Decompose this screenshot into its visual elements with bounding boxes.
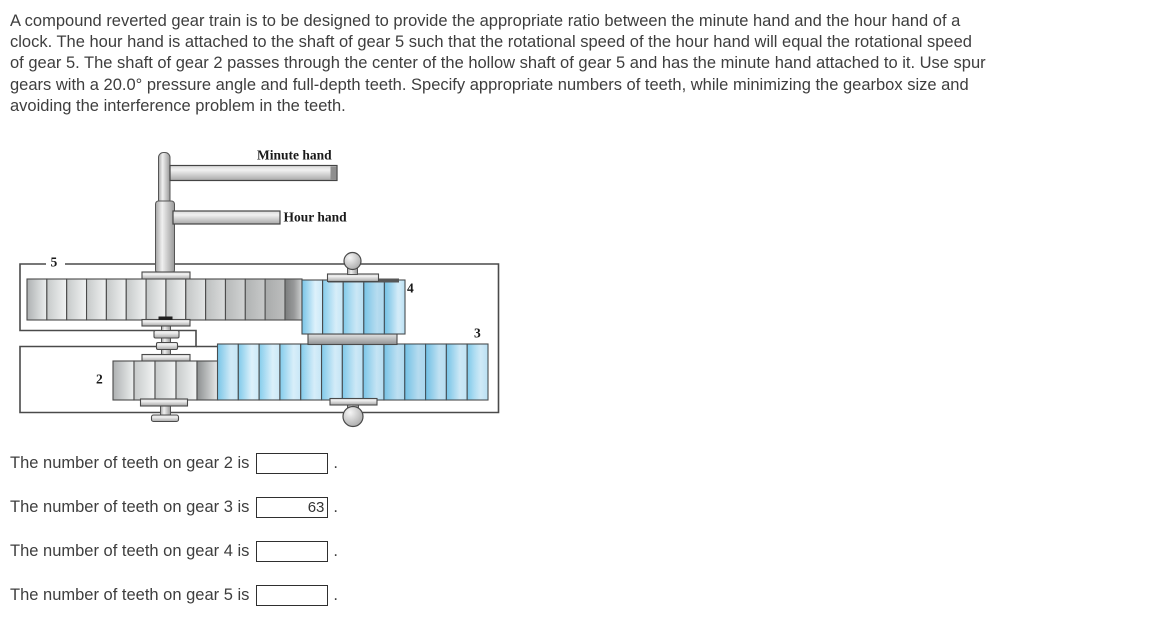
problem-line: gears with a 20.0° pressure angle and fu… <box>10 75 969 94</box>
gear-4-shading <box>302 280 405 334</box>
center-shaft-mid <box>161 323 171 357</box>
question-row-gear-3: The number of teeth on gear 3 is . <box>10 494 338 520</box>
minute-hand-endcap <box>330 166 337 180</box>
gearbox-frame <box>19 263 500 414</box>
problem-line: of gear 5. The shaft of gear 2 passes th… <box>10 54 986 73</box>
question-row-gear-5: The number of teeth on gear 5 is . <box>10 582 338 608</box>
question-suffix: . <box>333 585 338 604</box>
question-label: The number of teeth on gear 2 is <box>10 453 250 472</box>
gear-tooth-segment <box>175 360 198 401</box>
minute-hand-label: Minute hand <box>257 148 332 163</box>
teeth-gear-5-input[interactable] <box>256 584 329 606</box>
question-label: The number of teeth on gear 5 is <box>10 585 250 604</box>
problem-statement: A compound reverted gear train is to be … <box>10 11 986 117</box>
minute-shaft <box>158 152 171 206</box>
problem-line: avoiding the interference problem in the… <box>10 96 346 115</box>
gear2-label: 2 <box>96 372 103 387</box>
gear3-label: 3 <box>474 326 481 341</box>
hour-hand-label: Hour hand <box>284 210 348 225</box>
gear2-bottom-disc <box>150 414 180 423</box>
gear-train-diagram: Minute hand Hour hand 5 4 3 2 <box>0 140 520 430</box>
problem-line: A compound reverted gear train is to be … <box>10 12 961 30</box>
teeth-gear-3-input[interactable] <box>256 496 329 518</box>
gear3-bearing-ball <box>342 405 364 428</box>
hour-hollow-shaft <box>155 200 175 274</box>
gear-5-shading <box>27 279 302 320</box>
question-suffix: . <box>333 453 338 472</box>
gear4-gear3-hub <box>307 333 398 346</box>
gear5-label-patch <box>46 255 65 268</box>
hour-hand-bar <box>172 210 281 225</box>
teeth-gear-4-input[interactable] <box>256 540 329 562</box>
minute-hand-bar <box>169 164 338 182</box>
gear-3-shading <box>217 344 488 400</box>
teeth-gear-2-input[interactable] <box>256 452 329 474</box>
gear-tooth-segment <box>133 360 156 401</box>
shaft-washer-lower <box>155 341 179 351</box>
gear4-bearing-plate <box>326 273 380 283</box>
gear-2 <box>112 360 219 401</box>
question-label: The number of teeth on gear 3 is <box>10 497 250 516</box>
shaft-key-tick <box>158 316 173 320</box>
questions: The number of teeth on gear 2 is . The n… <box>10 450 338 626</box>
gear5-label: 5 <box>51 255 58 270</box>
gear5-top-collar <box>141 271 191 281</box>
gear5-bottom-flange <box>141 318 191 327</box>
gear2-bottom-flange <box>139 398 189 407</box>
question-label: The number of teeth on gear 4 is <box>10 541 250 560</box>
question-row-gear-2: The number of teeth on gear 2 is . <box>10 450 338 476</box>
shaft-washer-upper <box>153 329 180 339</box>
question-suffix: . <box>333 497 338 516</box>
gear-train-svg: Minute hand Hour hand 5 4 3 2 <box>19 148 500 428</box>
problem-line: clock. The hour hand is attached to the … <box>10 33 972 52</box>
question-suffix: . <box>333 541 338 560</box>
gear4-bearing-ball <box>343 251 362 271</box>
gear-tooth-segment <box>154 360 177 401</box>
gear-tooth-segment <box>112 360 135 401</box>
gear-hub <box>196 360 219 401</box>
gear3-bearing-plate <box>329 397 378 406</box>
question-row-gear-4: The number of teeth on gear 4 is . <box>10 538 338 564</box>
gear4-label: 4 <box>407 281 414 296</box>
